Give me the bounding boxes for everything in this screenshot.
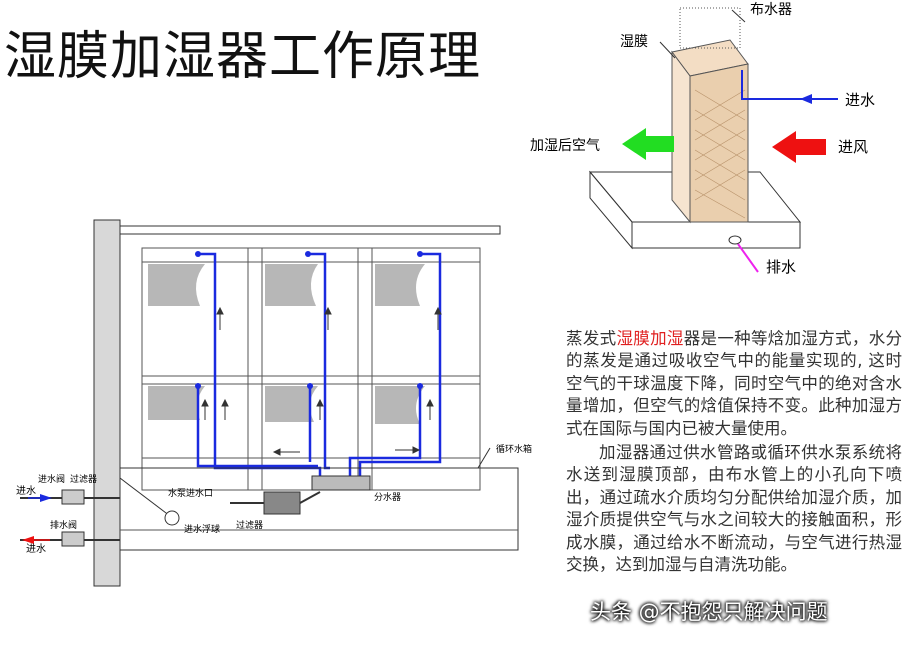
label-valve-top: 进水阀 <box>38 473 65 485</box>
label-valve-bottom: 排水阀 <box>50 519 77 531</box>
label-splitter: 分水器 <box>374 491 401 503</box>
label-air-out: 加湿后空气 <box>530 138 600 154</box>
label-tank: 循环水箱 <box>496 443 532 455</box>
label-filter-bottom: 过滤器 <box>236 519 263 531</box>
float-ball <box>164 510 180 526</box>
label-filter-top: 过滤器 <box>70 473 97 485</box>
label-water-in: 进水 <box>845 91 875 109</box>
label-film: 湿膜 <box>620 34 648 50</box>
label-distributor: 布水器 <box>750 2 792 18</box>
label-drain: 排水 <box>766 258 796 276</box>
description-paragraph-2: 加湿器通过供水管路或循环供水泵系统将水送到湿膜顶部，由布水管上的小孔向下喷出，通… <box>566 443 902 575</box>
highlight-term: 湿膜加湿 <box>616 329 684 348</box>
wet-film-block <box>671 39 749 224</box>
wall <box>93 219 121 587</box>
description-text: 蒸发式湿膜加湿器是一种等焓加湿方式，水分的蒸发是通过吸收空气中的能量实现的, 这… <box>566 328 902 576</box>
label-inlet: 进水 <box>16 485 36 497</box>
water-splitter <box>311 475 371 491</box>
air-in-arrow <box>772 131 826 163</box>
label-pump: 水泵进水口 <box>168 487 213 499</box>
drain-line <box>737 243 759 273</box>
label-air-in: 进风 <box>838 138 868 156</box>
water-distributor <box>679 7 746 49</box>
circulation-tank <box>119 467 519 551</box>
label-outlet: 进水 <box>26 543 46 555</box>
pump <box>263 491 301 515</box>
page-title: 湿膜加湿器工作原理 <box>4 27 482 87</box>
system-diagram <box>20 219 519 587</box>
watermark: 头条 @不抱怨只解决问题 <box>590 600 828 624</box>
air-out-arrow <box>622 128 674 160</box>
water-inlet-line <box>741 70 838 100</box>
label-float: 进水浮球 <box>184 523 220 535</box>
description-paragraph-1: 蒸发式湿膜加湿器是一种等焓加湿方式，水分的蒸发是通过吸收空气中的能量实现的, 这… <box>566 329 903 438</box>
